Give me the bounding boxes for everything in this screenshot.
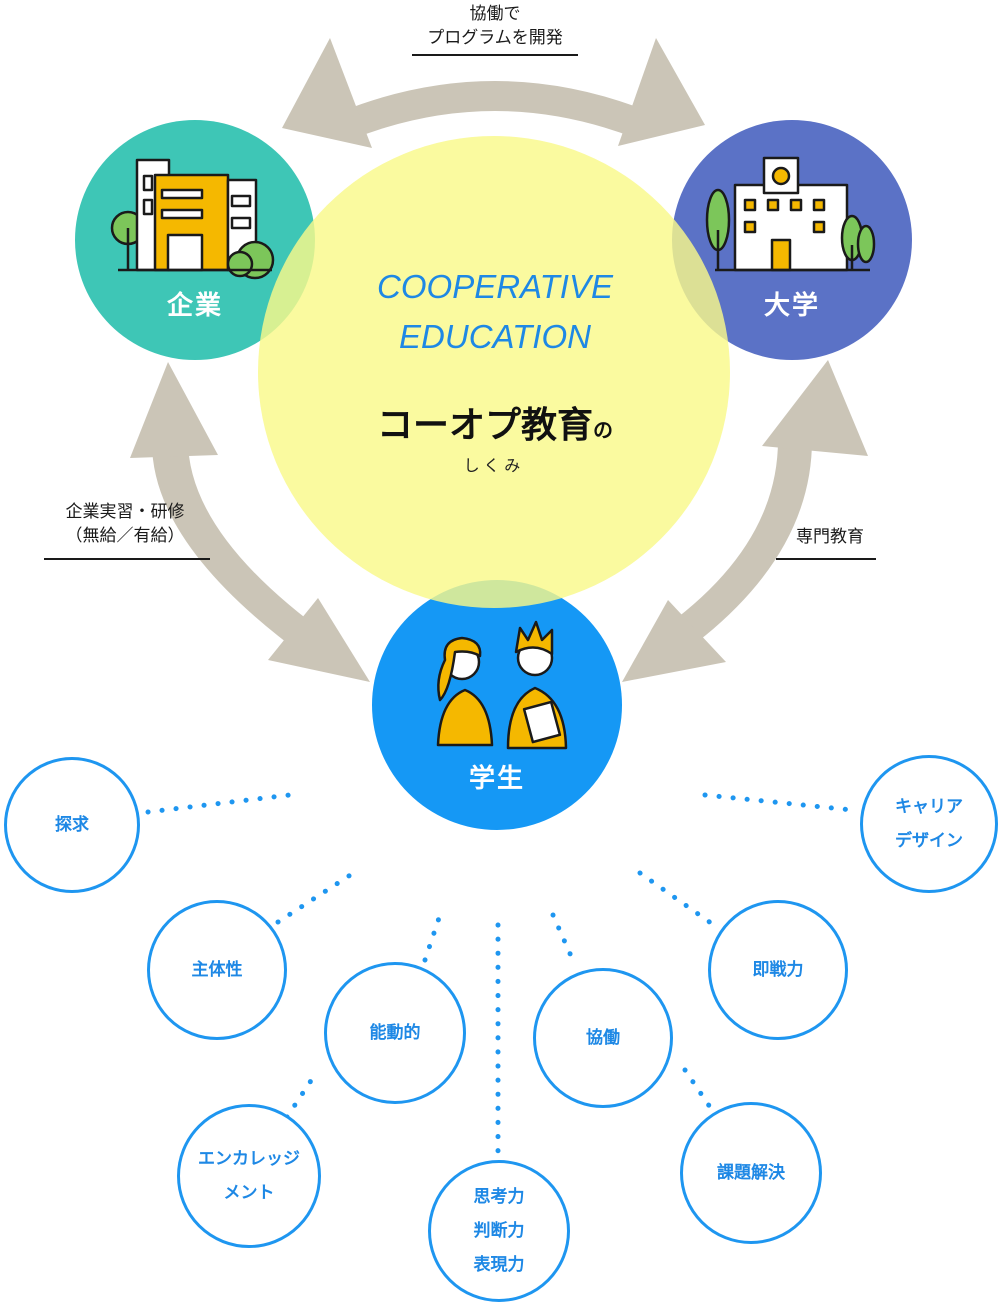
skill-label: 協働 [586, 1028, 620, 1048]
skill-label: エンカレッジ メント [198, 1149, 300, 1203]
left-label-underline [44, 558, 210, 560]
skill-label: 課題解決 [717, 1163, 785, 1183]
center-circle [258, 136, 730, 608]
main-title: コーオプ教育の [330, 396, 660, 448]
right-double-arrow [622, 360, 868, 682]
skill-collaboration: 協働 [533, 968, 673, 1108]
skill-proactive: 能動的 [324, 962, 466, 1104]
dotted-connectors [145, 791, 855, 1158]
top-label-underline [412, 54, 578, 56]
student-label: 学生 [468, 764, 525, 794]
main-subtitle: しくみ [463, 456, 525, 475]
skill-label: 主体性 [191, 960, 243, 980]
cooperative-heading: COOPERATIVE [377, 268, 613, 305]
main-title-suffix: の [593, 418, 613, 442]
right-label-underline [776, 558, 876, 560]
university-label: 大学 [763, 291, 820, 321]
skill-career-design: キャリア デザイン [860, 755, 998, 893]
skill-label: 思考力 判断力 表現力 [473, 1187, 525, 1275]
student-circle [372, 580, 622, 830]
main-title-text: コーオプ教育 [376, 405, 593, 446]
top-arrow-label: 協働で プログラムを開発 [427, 4, 563, 48]
left-double-arrow [130, 362, 370, 682]
skill-encouragement: エンカレッジ メント [177, 1104, 321, 1248]
skill-readiness: 即戦力 [708, 900, 848, 1040]
top-double-arrow [282, 38, 705, 148]
skill-label: キャリア デザイン [895, 797, 963, 851]
skill-label: 即戦力 [752, 960, 804, 980]
right-arrow-label: 専門教育 [796, 527, 864, 547]
education-heading: EDUCATION [399, 318, 591, 355]
students-icon [436, 620, 568, 750]
skill-exploration: 探求 [4, 757, 140, 893]
university-building-icon [705, 156, 876, 272]
skill-thinking-judgment-expression: 思考力 判断力 表現力 [428, 1160, 570, 1302]
skill-label: 探求 [55, 815, 89, 835]
skill-problem-solving: 課題解決 [680, 1102, 822, 1244]
skill-independence: 主体性 [147, 900, 287, 1040]
company-building-icon [110, 158, 275, 280]
company-label: 企業 [166, 291, 223, 321]
left-arrow-label: 企業実習・研修 （無給／有給） [65, 502, 185, 546]
skill-label: 能動的 [369, 1023, 421, 1043]
